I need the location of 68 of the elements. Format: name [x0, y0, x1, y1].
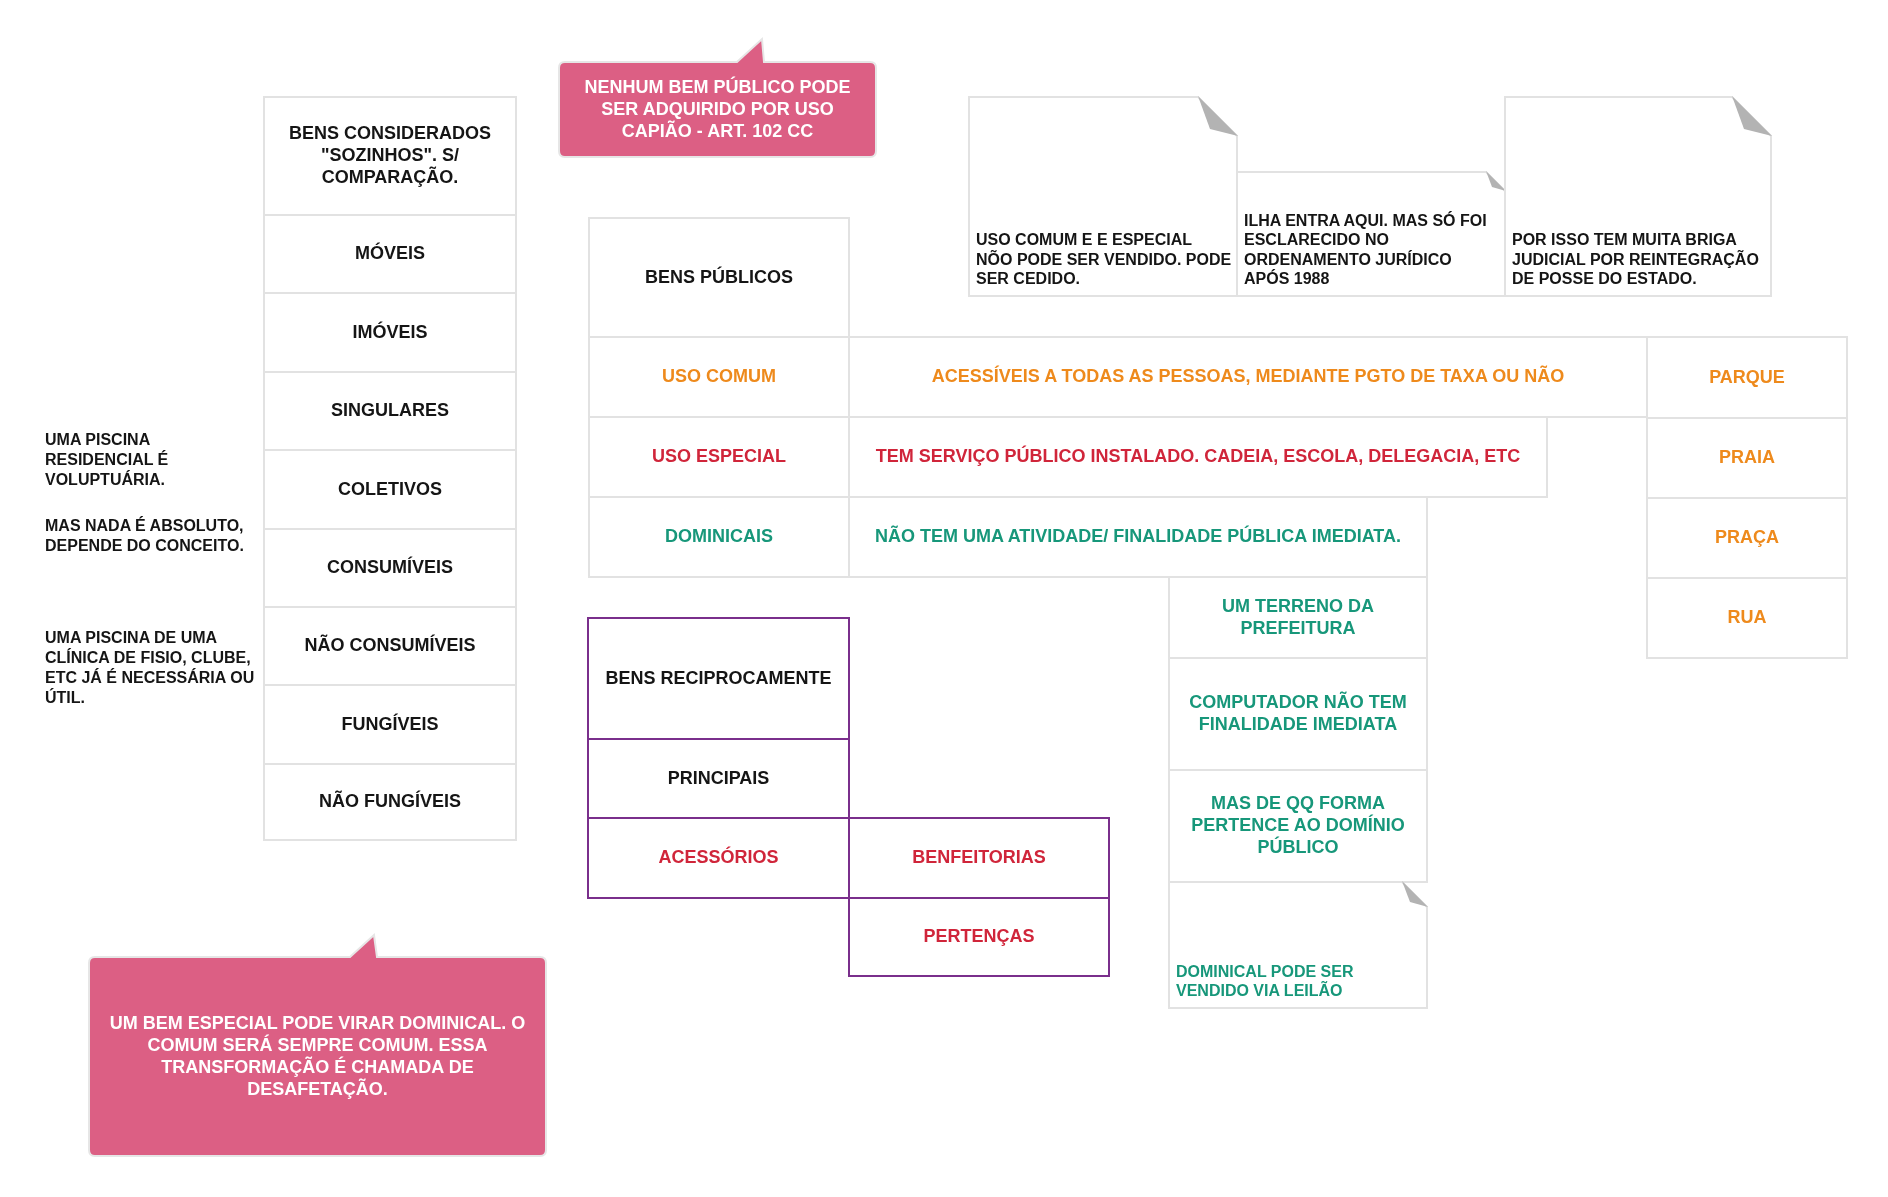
table-cell: [263, 684, 517, 765]
speech-bubble: [88, 934, 547, 1157]
sticky-note: [1504, 96, 1772, 297]
label-text: USO COMUM: [662, 366, 776, 388]
table-cell: [263, 528, 517, 608]
table-cell: [848, 336, 1648, 418]
label-text: DOMINICAIS: [665, 526, 773, 548]
label-text: BENS RECIPROCAMENTE: [605, 667, 832, 690]
side-note-text: UMA PISCINA RESIDENCIAL É VOLUPTUÁRIA.: [45, 430, 170, 490]
table-cell: [263, 96, 517, 216]
table-cell: [1168, 576, 1428, 659]
label-text: PRAÇA: [1715, 527, 1779, 549]
note-text: ILHA ENTRA AQUI. MAS SÓ FOI ESCLARECIDO NO ORDENAMENTO JURÍDICO APÓS 1988: [1244, 210, 1488, 289]
label-text: USO ESPECIAL: [652, 446, 786, 468]
label-text: COMPUTADOR NÃO TEM FINALIDADE IMEDIATA: [1188, 692, 1408, 736]
sticky-note: [1236, 171, 1506, 297]
callout-text: NENHUM BEM PÚBLICO PODE SER ADQUIRIDO POR USO CAPIÃO - ART. 102 CC: [583, 77, 852, 143]
note-text: DOMINICAL PODE SER VENDIDO VIA LEILÃO: [1176, 961, 1355, 1001]
label-text: NÃO CONSUMÍVEIS: [304, 635, 476, 657]
label-text: UM TERRENO DA PREFEITURA: [1221, 595, 1375, 640]
label-text: TEM SERVIÇO PÚBLICO INSTALADO. CADEIA, ESCOLA, DELEGACIA, ETC: [875, 446, 1521, 468]
label-text: RUA: [1727, 607, 1767, 629]
label-text: MÓVEIS: [355, 243, 425, 265]
label-text: PRAIA: [1719, 447, 1775, 469]
table-cell: [1646, 417, 1848, 499]
table-cell: [263, 763, 517, 841]
table-cell: [1646, 577, 1848, 659]
sticky-note: [968, 96, 1238, 297]
table-cell: [587, 738, 850, 819]
table-cell: [263, 449, 517, 530]
label-text: ACESSÓRIOS: [658, 847, 779, 869]
table-cell: [587, 817, 850, 899]
label-text: COLETIVOS: [338, 478, 442, 501]
label-text: MAS DE QQ FORMA PERTENCE AO DOMÍNIO PÚBLICO: [1190, 793, 1406, 859]
label-text: BENS CONSIDERADOS "SOZINHOS". S/ COMPARAÇÃO.: [288, 123, 492, 189]
side-note-text: UMA PISCINA DE UMA CLÍNICA DE FISIO, CLUBE, ETC JÁ É NECESSÁRIA OU ÚTIL.: [45, 628, 256, 708]
speech-bubble: [558, 38, 877, 158]
table-cell: [263, 606, 517, 686]
label-text: IMÓVEIS: [352, 321, 428, 344]
label-text: ACESSÍVEIS A TODAS AS PESSOAS, MEDIANTE PGTO DE TAXA OU NÃO: [931, 366, 1565, 388]
table-cell: [263, 371, 517, 451]
label-text: SINGULARES: [331, 400, 449, 422]
label-text: PRINCIPAIS: [667, 767, 770, 790]
note-text: USO COMUM E E ESPECIAL NÕO PODE SER VENDIDO. PODE SER CEDIDO.: [976, 230, 1232, 289]
table-cell: [588, 217, 850, 338]
table-cell: [1168, 657, 1428, 771]
table-cell: [263, 214, 517, 294]
label-text: CONSUMÍVEIS: [327, 557, 453, 579]
label-text: PARQUE: [1709, 366, 1785, 389]
table-cell: [263, 292, 517, 373]
note-text: POR ISSO TEM MUITA BRIGA JUDICIAL POR REINTEGRAÇÃO DE POSSE DO ESTADO.: [1512, 230, 1760, 289]
label-text: NÃO FUNGÍVEIS: [319, 791, 461, 813]
table-cell: [1168, 769, 1428, 883]
label-text: FUNGÍVEIS: [341, 713, 439, 736]
label-text: BENS PÚBLICOS: [645, 266, 793, 289]
label-text: PERTENÇAS: [923, 926, 1035, 948]
table-cell: [1646, 497, 1848, 579]
table-cell: [587, 617, 850, 740]
table-cell: [848, 817, 1110, 899]
label-text: BENFEITORIAS: [912, 847, 1046, 869]
table-cell: [1646, 336, 1848, 419]
callout-text: UM BEM ESPECIAL PODE VIRAR DOMINICAL. O COMUM SERÁ SEMPRE COMUM. ESSA TRANSFORMAÇÃO É CHAMADA DE DESAFETAÇÃO.: [108, 1013, 527, 1101]
side-note-text: MAS NADA É ABSOLUTO, DEPENDE DO CONCEITO.: [45, 516, 245, 556]
label-text: NÃO TEM UMA ATIVIDADE/ FINALIDADE PÚBLICA IMEDIATA.: [875, 526, 1401, 548]
table-cell: [848, 496, 1428, 578]
sticky-note: [1168, 881, 1428, 1009]
table-cell: [588, 496, 850, 578]
table-cell: [848, 897, 1110, 977]
